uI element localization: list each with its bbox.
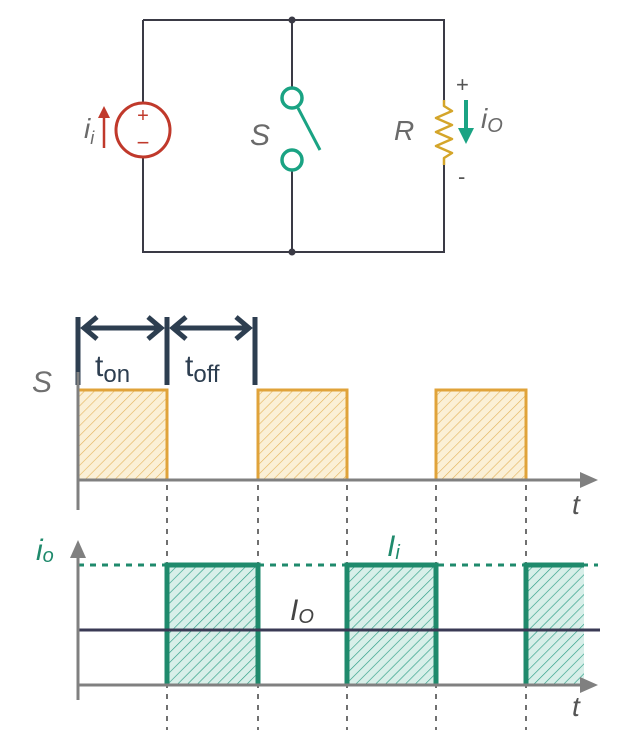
current-axis-label: io bbox=[36, 534, 54, 567]
timing-diagram: ton toff S t bbox=[32, 315, 600, 730]
top-junction bbox=[288, 16, 296, 24]
current-pulses bbox=[167, 565, 584, 685]
bottom-junction bbox=[288, 248, 296, 256]
resistor-label: R bbox=[394, 115, 414, 146]
current-pulse-2 bbox=[347, 565, 436, 685]
output-plus: + bbox=[456, 72, 469, 97]
current-pulse-1 bbox=[167, 565, 258, 685]
current-source-icon: + − bbox=[114, 101, 172, 159]
output-current-arrow-icon bbox=[458, 100, 474, 144]
time-axis-label-top: t bbox=[572, 489, 581, 520]
output-current-level-label: IO bbox=[290, 594, 314, 628]
current-axes bbox=[76, 555, 585, 700]
time-axis-label-bottom: t bbox=[572, 691, 581, 722]
switch-axis-label: S bbox=[32, 366, 52, 399]
t-on-label: ton bbox=[95, 350, 130, 388]
output-minus: - bbox=[458, 164, 465, 189]
switch-label: S bbox=[250, 119, 270, 152]
source-current-arrow-icon bbox=[98, 106, 110, 148]
switch-pulse-2 bbox=[258, 390, 347, 480]
switch-time-arrow-icon bbox=[580, 472, 598, 488]
switch-axes bbox=[76, 372, 585, 510]
switch-icon bbox=[280, 86, 322, 172]
circuit-wires bbox=[142, 19, 445, 253]
switch-pulse-1 bbox=[78, 390, 167, 480]
t-off-label: toff bbox=[185, 350, 220, 388]
current-time-arrow-icon bbox=[580, 677, 598, 693]
switch-pulse-3 bbox=[436, 390, 526, 480]
circuit: + − ii S R + - iO bbox=[84, 16, 503, 256]
source-plus: + bbox=[137, 105, 149, 127]
resistor-icon bbox=[434, 100, 454, 165]
output-current-label: iO bbox=[481, 103, 503, 137]
input-current-level-label: Ii bbox=[387, 530, 400, 564]
source-current-label: ii bbox=[84, 113, 95, 148]
output-current-waveform bbox=[164, 562, 584, 685]
source-minus: − bbox=[137, 130, 150, 155]
switch-pulses bbox=[76, 388, 528, 480]
current-axis-arrow-icon bbox=[70, 540, 86, 558]
current-pulse-3 bbox=[526, 565, 584, 685]
